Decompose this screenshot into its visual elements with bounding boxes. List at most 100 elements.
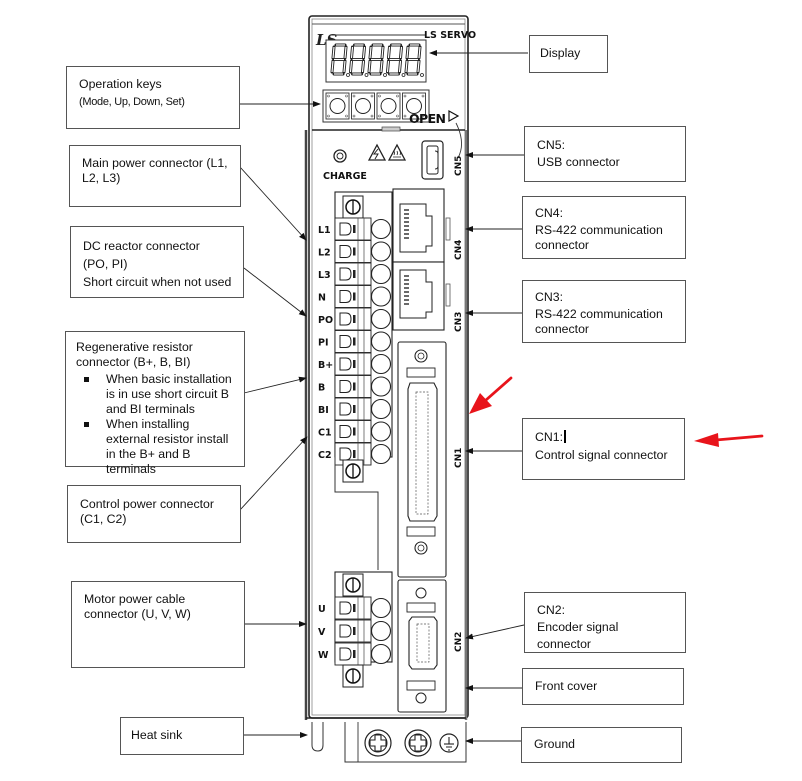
cn2-encoder-port: CN2	[397, 579, 464, 713]
highlight-arrow-cn1-callout	[694, 433, 764, 447]
dc-reactor-line2: (PO, PI)	[83, 257, 128, 271]
terminal-label: W	[318, 650, 329, 661]
motor-power-line1: Motor power cable	[84, 592, 186, 606]
callout-display: Display	[529, 35, 608, 73]
charge-label: CHARGE	[323, 171, 367, 182]
cn1-desc: Control signal connector	[535, 448, 668, 462]
cn3-desc2: connector	[535, 322, 590, 336]
terminal-label: U	[318, 604, 326, 615]
callout-dc-reactor: DC reactor connector (PO, PI) Short circ…	[70, 226, 244, 298]
regen-line1: Regenerative resistor	[76, 340, 193, 354]
front-cover-label: Front cover	[535, 679, 598, 693]
callout-cn3: CN3: RS-422 communication connector	[522, 280, 686, 343]
heat-sink-label: Heat sink	[131, 728, 183, 742]
open-arrow-icon	[448, 109, 460, 123]
terminal-row: B+	[318, 352, 392, 376]
callout-control-power: Control power connector (C1, C2)	[67, 485, 241, 543]
cn4-desc1: RS-422 communication	[535, 223, 663, 237]
charge-indicator: CHARGE	[323, 149, 367, 182]
cn1-title: CN1:	[535, 430, 564, 444]
cn4-label: CN4	[454, 240, 464, 260]
control-power-line2: (C1, C2)	[80, 512, 127, 526]
ground-label: Ground	[534, 737, 576, 751]
motor-power-line2: connector (U, V, W)	[84, 607, 191, 621]
cn5-title: CN5:	[537, 138, 566, 152]
cn3-title: CN3:	[535, 290, 564, 304]
operation-key-button[interactable]	[402, 92, 426, 120]
display-label: Display	[540, 46, 581, 60]
operation-key-button[interactable]	[376, 92, 401, 120]
callout-main-power: Main power connector (L1, L2, L3)	[69, 145, 241, 207]
terminal-row: L3	[318, 262, 392, 286]
terminal-label: PI	[318, 338, 329, 349]
callout-motor-power: Motor power cable connector (U, V, W)	[71, 581, 245, 668]
electric-shock-warning-icon	[367, 143, 387, 161]
callout-ground: Ground	[521, 727, 682, 763]
terminal-row: L2	[318, 240, 392, 263]
operation-key-button[interactable]	[351, 92, 375, 120]
dc-reactor-line1: DC reactor connector	[83, 239, 200, 253]
terminal-label: N	[318, 293, 326, 304]
cn5-desc: USB connector	[537, 155, 620, 169]
terminal-row: PO	[318, 307, 392, 331]
seven-segment-display	[330, 43, 424, 77]
cn2-label: CN2	[454, 632, 464, 652]
cn5-label: CN5	[454, 156, 464, 176]
terminal-row: L1	[318, 217, 392, 241]
terminal-label: C1	[318, 428, 332, 439]
callout-cn5: CN5: USB connector	[524, 126, 686, 182]
callout-heat-sink: Heat sink	[120, 717, 244, 755]
terminal-row: B	[318, 375, 392, 398]
terminal-row: PI	[318, 330, 392, 353]
terminal-label: PO	[318, 315, 333, 326]
callout-regen-resistor: Regenerative resistor connector (B+, B, …	[65, 331, 245, 476]
terminal-label: L1	[318, 225, 331, 236]
terminal-label: L3	[318, 270, 331, 281]
terminal-label: C2	[318, 450, 332, 461]
terminal-row: BI	[318, 397, 392, 421]
dc-reactor-line3: Short circuit when not used	[83, 275, 232, 289]
brand-name: LS SERVO	[424, 30, 476, 41]
hot-surface-warning-icon	[387, 143, 407, 161]
terminal-label: L2	[318, 248, 331, 259]
open-label: OPEN	[409, 111, 446, 126]
operation-key-button[interactable]	[325, 92, 350, 120]
operation-keys-title: Operation keys	[79, 77, 162, 91]
cn3-rj45-port: CN3	[392, 261, 464, 332]
callout-cn1: CN1: Control signal connector	[522, 418, 685, 480]
motor-terminal-block: U V W	[318, 571, 393, 688]
highlight-arrows	[469, 376, 764, 447]
terminal-label: BI	[318, 405, 329, 416]
terminal-row: N	[318, 285, 392, 308]
display-digit	[367, 43, 387, 77]
ground-icon	[439, 733, 459, 753]
callout-operation-keys: Operation keys (Mode, Up, Down, Set)	[66, 66, 240, 129]
cn2-title: CN2:	[537, 603, 566, 617]
display-digit	[404, 43, 424, 77]
regen-bullet: When basic installation is in use short …	[76, 372, 234, 417]
display-digit	[349, 43, 369, 77]
ground-terminals	[364, 729, 459, 757]
highlight-arrow-cn1-device	[469, 376, 513, 414]
callout-front-cover: Front cover	[522, 668, 684, 705]
display-panel: LS LS SERVO OPEN	[315, 30, 476, 126]
terminal-row: V	[318, 619, 392, 643]
text-cursor	[564, 430, 567, 443]
terminal-row: U	[318, 596, 392, 620]
cn3-label: CN3	[454, 312, 464, 332]
terminal-label: V	[318, 627, 326, 638]
cn1-control-signal-port: CN1	[397, 341, 464, 578]
callout-cn4: CN4: RS-422 communication connector	[522, 196, 686, 259]
cn2-desc: Encoder signal connector	[537, 620, 619, 651]
regen-bullets: When basic installation is in use short …	[76, 372, 234, 477]
main-power-line1: Main power connector (L1,	[82, 156, 228, 170]
control-power-line1: Control power connector	[80, 497, 214, 511]
terminal-label: B+	[318, 360, 333, 371]
callout-cn2: CN2: Encoder signal connector	[524, 592, 686, 653]
leader-lines	[239, 50, 528, 744]
main-power-line2: L2, L3)	[82, 171, 121, 185]
cn4-rj45-port: CN4	[392, 188, 464, 263]
cn1-label: CN1	[454, 448, 464, 468]
display-digit	[330, 43, 350, 77]
